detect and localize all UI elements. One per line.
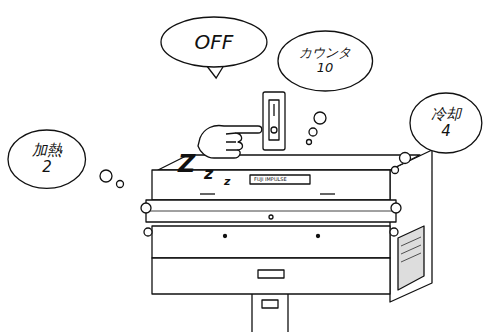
seal-bar [146, 200, 396, 222]
bubble-ellipse [278, 31, 373, 91]
switch-mark [273, 104, 274, 116]
knob [144, 228, 152, 236]
top-surface [158, 155, 420, 170]
bubble-text: カウンタ 10 [299, 46, 351, 76]
sleep-z: z [204, 166, 213, 182]
pointing-hand [198, 126, 262, 159]
brand-plate-text: FUJI IMPULSE [254, 177, 287, 182]
base [152, 258, 390, 294]
thought-dot [400, 153, 411, 164]
thought-bubble: カウンタ 10 [277, 30, 374, 92]
thought-bubble: OFF [160, 16, 268, 68]
sticker-line [401, 253, 421, 262]
knob [390, 228, 398, 236]
bubble-text: 加熱 2 [27, 142, 67, 177]
seal-line [146, 211, 396, 212]
lower-jaw [152, 226, 390, 258]
stand-plate [262, 300, 278, 308]
screw [224, 235, 227, 238]
sticker-line [401, 237, 421, 246]
name-plate [250, 175, 310, 184]
switch-mark [271, 127, 277, 133]
thought-bubble: 加熱 2 [7, 129, 87, 189]
bubble-ellipse [8, 130, 86, 188]
switch-rocker [269, 100, 279, 140]
stand [252, 292, 288, 332]
thought-dot [100, 170, 112, 182]
screw [269, 215, 273, 219]
thought-dot [307, 140, 312, 145]
jaw-mark [320, 193, 335, 194]
knob [391, 203, 401, 213]
bubble-ellipse [410, 93, 482, 153]
screw [317, 235, 320, 238]
thought-dot [309, 128, 317, 136]
knob [141, 203, 151, 213]
base-plate [258, 270, 284, 278]
power-switch [263, 92, 285, 150]
jaw-mark [200, 193, 215, 194]
sleep-z: z [224, 176, 230, 187]
thought-dot [314, 112, 326, 124]
finger-lines [226, 133, 238, 150]
side-panel [390, 150, 432, 302]
bubble-ellipse [161, 17, 267, 67]
thought-dot [117, 181, 124, 188]
bubble-text: OFF [184, 31, 244, 54]
bubble-text: 冷却 4 [428, 106, 464, 141]
thought-bubble: 冷却 4 [409, 92, 483, 154]
sleep-z: Z [178, 152, 195, 176]
label-sticker [398, 226, 424, 290]
thought-dot [392, 167, 399, 174]
sticker-line [401, 245, 421, 254]
